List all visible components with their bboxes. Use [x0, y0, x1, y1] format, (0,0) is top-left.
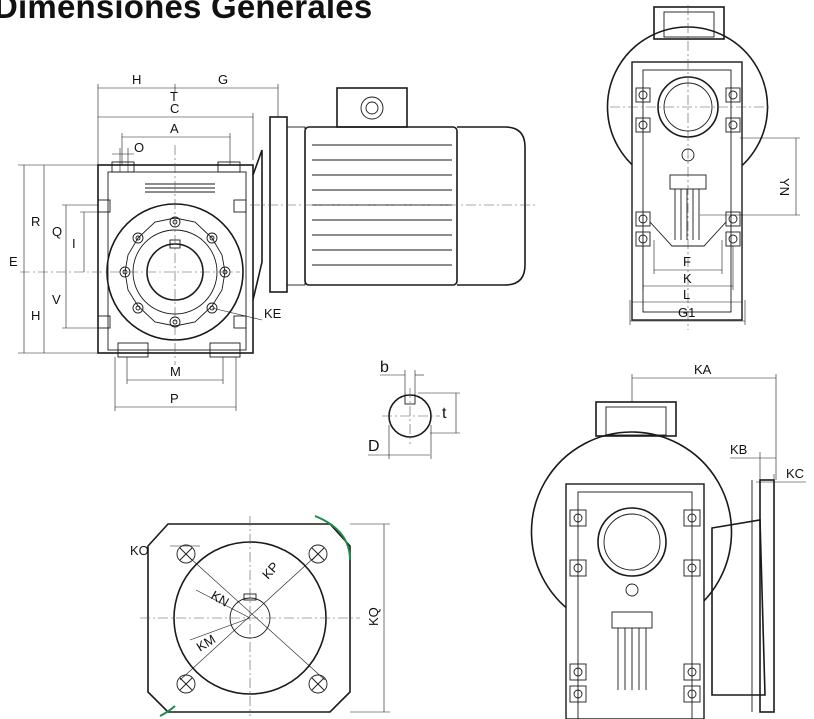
dim-label-kc: KC	[786, 466, 804, 481]
fan-cover	[457, 126, 526, 286]
shaft-detail: b t D	[368, 359, 460, 459]
dim-label-p: P	[170, 391, 179, 406]
dim-label-g: G	[218, 72, 228, 87]
terminal-box	[336, 87, 408, 128]
motor-flange	[269, 116, 288, 293]
dim-label-i: I	[72, 236, 76, 251]
dim-label-l: L	[683, 287, 690, 302]
dim-label-kp: KP	[259, 559, 282, 582]
lower-housing	[565, 483, 705, 719]
dim-label-k: K	[683, 271, 692, 286]
dim-label-h-left: H	[31, 308, 40, 323]
dim-label-yn: YN	[777, 178, 792, 196]
motor-body	[304, 126, 458, 286]
end-view-bottom: KA KB KC	[530, 362, 806, 719]
dim-label-t: T	[170, 89, 178, 104]
dim-label-f: F	[683, 254, 691, 269]
dim-label-q: Q	[52, 224, 62, 239]
flange-view: KO KN KP KM KQ	[130, 515, 390, 717]
dim-label-b: b	[380, 359, 389, 376]
dim-label-kn: KN	[209, 588, 232, 610]
dim-label-m: M	[170, 364, 181, 379]
end-view-top: YN F K L G1	[606, 5, 800, 330]
dim-label-e: E	[9, 254, 18, 269]
dim-label-ko: KO	[130, 543, 149, 558]
front-view: H G T C A O E R H Q	[9, 72, 535, 411]
dim-label-t-small: t	[442, 405, 447, 422]
dim-label-ka: KA	[694, 362, 712, 377]
page-title: Dimensiones Generales	[0, 0, 373, 25]
dim-label-o: O	[134, 140, 144, 155]
gearbox-housing	[97, 164, 254, 354]
dim-label-kq: KQ	[366, 607, 381, 626]
dim-label-h-top: H	[132, 72, 141, 87]
dim-label-g1: G1	[678, 305, 695, 320]
dim-label-c: C	[170, 101, 179, 116]
dim-label-r: R	[31, 214, 40, 229]
dim-label-ke: KE	[264, 306, 282, 321]
dim-label-d: D	[368, 438, 380, 455]
dim-label-kb: KB	[730, 442, 747, 457]
flange-plate	[147, 523, 351, 713]
dim-label-v: V	[52, 292, 61, 307]
dim-label-a: A	[170, 121, 179, 136]
dim-label-km: KM	[194, 631, 218, 654]
